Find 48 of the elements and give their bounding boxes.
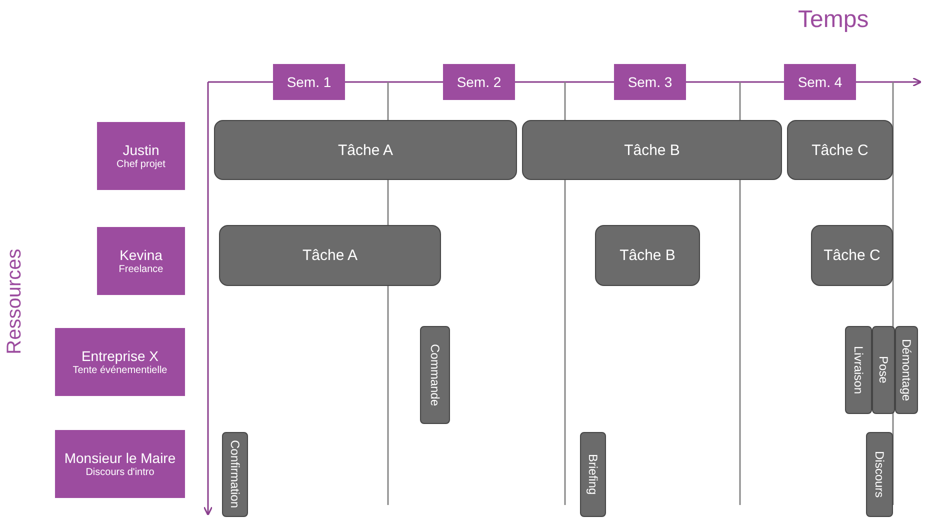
task-label: Tâche C: [812, 142, 868, 158]
task-bar: [811, 225, 893, 286]
week-box: [784, 64, 856, 100]
task-bar: [787, 120, 893, 180]
week-box: [614, 64, 686, 100]
milestone-bar: [580, 432, 606, 517]
resource-name: Justin: [122, 142, 160, 158]
resource-role: Freelance: [118, 264, 164, 276]
milestone-label: Discours: [872, 451, 886, 498]
milestone-bar: [872, 326, 895, 414]
week-box: [273, 64, 345, 100]
week-label: Sem. 2: [456, 74, 502, 90]
week-label: Sem. 1: [286, 74, 332, 90]
milestone-label: Démontage: [900, 338, 914, 402]
milestone-label: Briefing: [586, 454, 600, 495]
week-box: [443, 64, 515, 100]
milestone-bar: [222, 432, 248, 517]
milestone-label: Pose: [876, 356, 890, 384]
resource-role: Chef projet: [116, 158, 166, 170]
resource-role: Tente événementielle: [72, 364, 168, 376]
task-bar: [595, 225, 700, 286]
resource-role: Discours d'intro: [86, 466, 154, 478]
milestone-bar: [845, 326, 872, 414]
resource-name: Monsieur le Maire: [64, 450, 176, 466]
axis-title: Ressources: [4, 248, 26, 356]
task-label: Tâche A: [302, 247, 358, 264]
milestone-bar: [866, 432, 893, 517]
resource-box: [55, 328, 185, 396]
task-label: Tâche B: [624, 142, 680, 158]
milestone-label: Confirmation: [228, 440, 242, 509]
axis-title: Temps: [798, 6, 869, 34]
resource-box: [97, 122, 185, 190]
task-label: Tâche B: [620, 247, 676, 264]
resource-box: [55, 430, 185, 498]
resource-name: Entreprise X: [81, 348, 159, 364]
task-label: Tâche A: [338, 142, 394, 158]
milestone-label: Livraison: [852, 346, 866, 394]
task-label: Tâche C: [824, 247, 880, 264]
task-bar: [219, 225, 441, 286]
week-label: Sem. 3: [628, 74, 672, 90]
resource-box: [97, 227, 185, 295]
task-bar: [214, 120, 517, 180]
week-label: Sem. 4: [798, 74, 842, 90]
milestone-bar: [895, 326, 918, 414]
task-bar: [522, 120, 782, 180]
milestone-bar: [420, 326, 450, 424]
milestone-label: Commande: [428, 344, 442, 406]
resource-name: Kevina: [120, 246, 162, 264]
